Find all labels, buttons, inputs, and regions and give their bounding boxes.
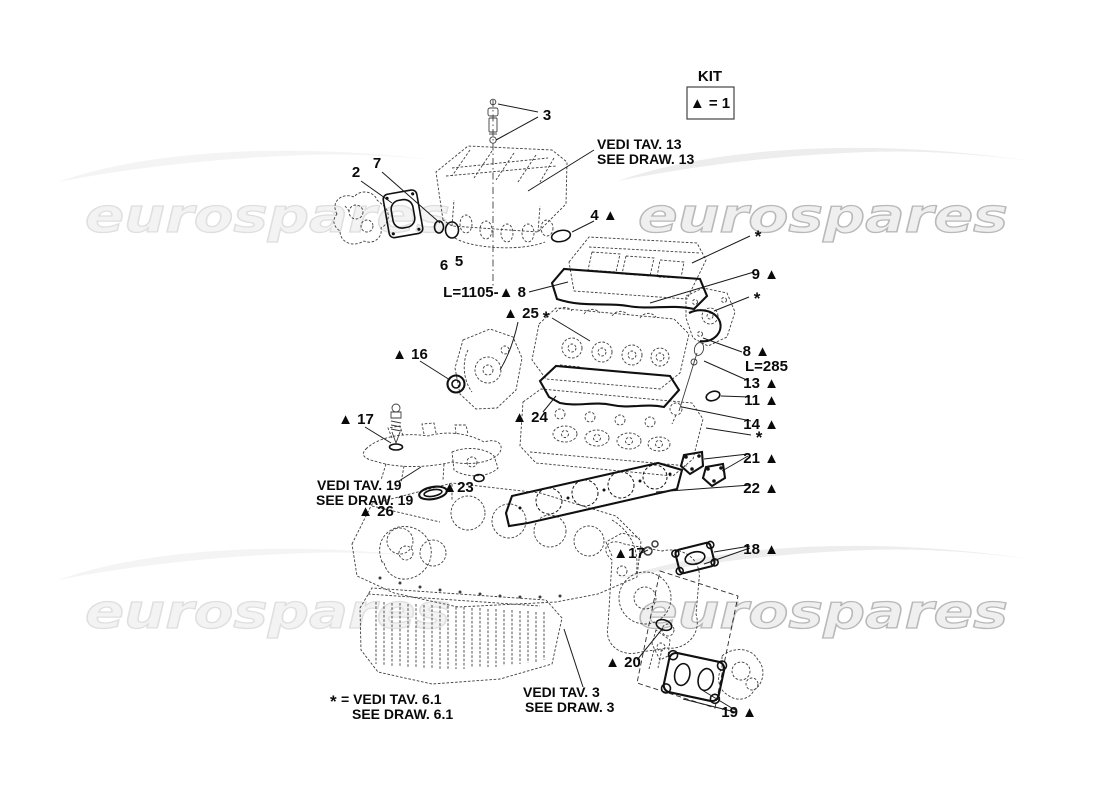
exhaust-manifold-left [362, 422, 502, 484]
watermark-text: eurospares [638, 189, 1008, 244]
kit-legend: KIT ▲ = 1 [686, 68, 735, 120]
intake-plenum [435, 145, 568, 249]
gasket-18-drawing [671, 540, 719, 576]
kit-title: KIT [698, 68, 722, 85]
callout-7: 7 [373, 155, 381, 172]
note-draw13-line2: SEE DRAW. 13 [597, 151, 694, 167]
footnote-asterisk: * [330, 692, 337, 711]
gasket-23-drawing [418, 485, 448, 501]
callout-17-left: ▲ 17 [338, 411, 374, 428]
oring-4-drawing [550, 229, 572, 243]
notes: VEDI TAV. 13 SEE DRAW. 13 VEDI TAV. 19 S… [316, 136, 694, 722]
cylinder-head-lower [519, 388, 704, 477]
callout-25: ▲ 25 [503, 305, 539, 322]
gasket-24-drawing [538, 364, 681, 409]
watermark-band-bottom: eurospares eurospares [58, 545, 1030, 641]
callout-8-short: 8 ▲ [743, 343, 770, 360]
callout-labels: 3 2 7 4 ▲ * 9 ▲ * 6 5 L=1105-▲ 8 ▲ 25 * … [338, 107, 788, 721]
oring-5-drawing [444, 221, 460, 239]
oring-6-drawing [433, 220, 445, 234]
oil-sump [359, 587, 563, 685]
note-draw19-line2: SEE DRAW. 19 [316, 492, 413, 508]
gasket-20-drawing [655, 618, 673, 632]
sensor-drawing-left [390, 403, 402, 445]
note-draw13-line1: VEDI TAV. 13 [597, 136, 682, 152]
callout-5: 5 [455, 253, 463, 270]
leader-lines [360, 103, 755, 713]
callout-23: ▲23 [442, 479, 474, 496]
callout-3: 3 [543, 107, 551, 124]
kit-box [686, 86, 735, 120]
note-draw19-line1: VEDI TAV. 19 [317, 477, 402, 493]
stud-drawing [487, 98, 499, 288]
callout-17-right: ▲17 [613, 545, 645, 562]
swoosh-shape [58, 548, 466, 580]
callout-6: 6 [440, 257, 448, 274]
callout-star-4: * [756, 428, 763, 447]
callout-11: 11 ▲ [744, 392, 779, 409]
callout-star-1: * [755, 227, 762, 246]
cam-end-cover [685, 287, 736, 347]
watermark-band-top: eurospares eurospares [58, 147, 1030, 245]
callout-star-3: * [543, 308, 550, 327]
callout-16: ▲ 16 [392, 346, 428, 363]
valve-cover [568, 236, 707, 300]
kit-legend-text: ▲ = 1 [690, 95, 730, 112]
note-draw3-line1: VEDI TAV. 3 [523, 684, 600, 700]
callout-star-2: * [754, 289, 761, 308]
front-cover-upper [454, 328, 523, 410]
head-gasket-drawing [504, 461, 684, 528]
watermark-text: eurospares [85, 189, 450, 244]
callout-2: 2 [352, 164, 360, 181]
gasket-drawings [382, 189, 728, 705]
callout-24: ▲ 24 [512, 409, 548, 426]
gasket-21-drawing [679, 450, 727, 488]
watermark-text: eurospares [85, 585, 450, 640]
callout-21: 21 ▲ [743, 450, 779, 467]
swoosh-shape [618, 147, 1030, 181]
callout-8-long: L=1105-▲ 8 [443, 284, 526, 301]
engine-block [351, 482, 642, 608]
watermark-text: eurospares [638, 585, 1008, 640]
gasket-19-drawing [660, 649, 728, 705]
water-pump-assembly [605, 532, 700, 670]
callout-18: 18 ▲ [743, 541, 779, 558]
oring-23-drawing [473, 473, 485, 483]
engine-line-art [333, 98, 764, 700]
callout-19: 19 ▲ [721, 704, 757, 721]
kit-frame [636, 570, 739, 709]
callout-4: 4 ▲ [590, 207, 617, 224]
throttle-body [333, 191, 389, 245]
oring-17-left-drawing [388, 443, 404, 451]
callout-26: ▲ 26 [358, 503, 394, 520]
callout-14: 14 ▲ [743, 416, 779, 433]
gasket-8-long-drawing [550, 267, 709, 311]
footnote-line2: SEE DRAW. 6.1 [352, 706, 453, 722]
seal-16-drawing [446, 374, 466, 394]
footnote-line1: = VEDI TAV. 6.1 [341, 691, 442, 707]
swoosh-shape [58, 150, 466, 182]
gasket-8-short-drawing [688, 309, 722, 343]
sensor-drawing-bottom [651, 629, 671, 661]
oring-11-drawing [705, 390, 721, 402]
callout-9: 9 ▲ [752, 266, 779, 283]
gasket-2-drawing [382, 189, 424, 239]
cylinder-head-upper [531, 306, 690, 390]
callout-13: 13 ▲ [743, 375, 779, 392]
orings-right [643, 540, 659, 556]
callout-22: 22 ▲ [743, 480, 779, 497]
callout-8-length: L=285 [745, 358, 788, 375]
dipstick-drawing [669, 342, 705, 425]
callout-20: ▲ 20 [605, 654, 641, 671]
note-draw3-line2: SEE DRAW. 3 [525, 699, 615, 715]
